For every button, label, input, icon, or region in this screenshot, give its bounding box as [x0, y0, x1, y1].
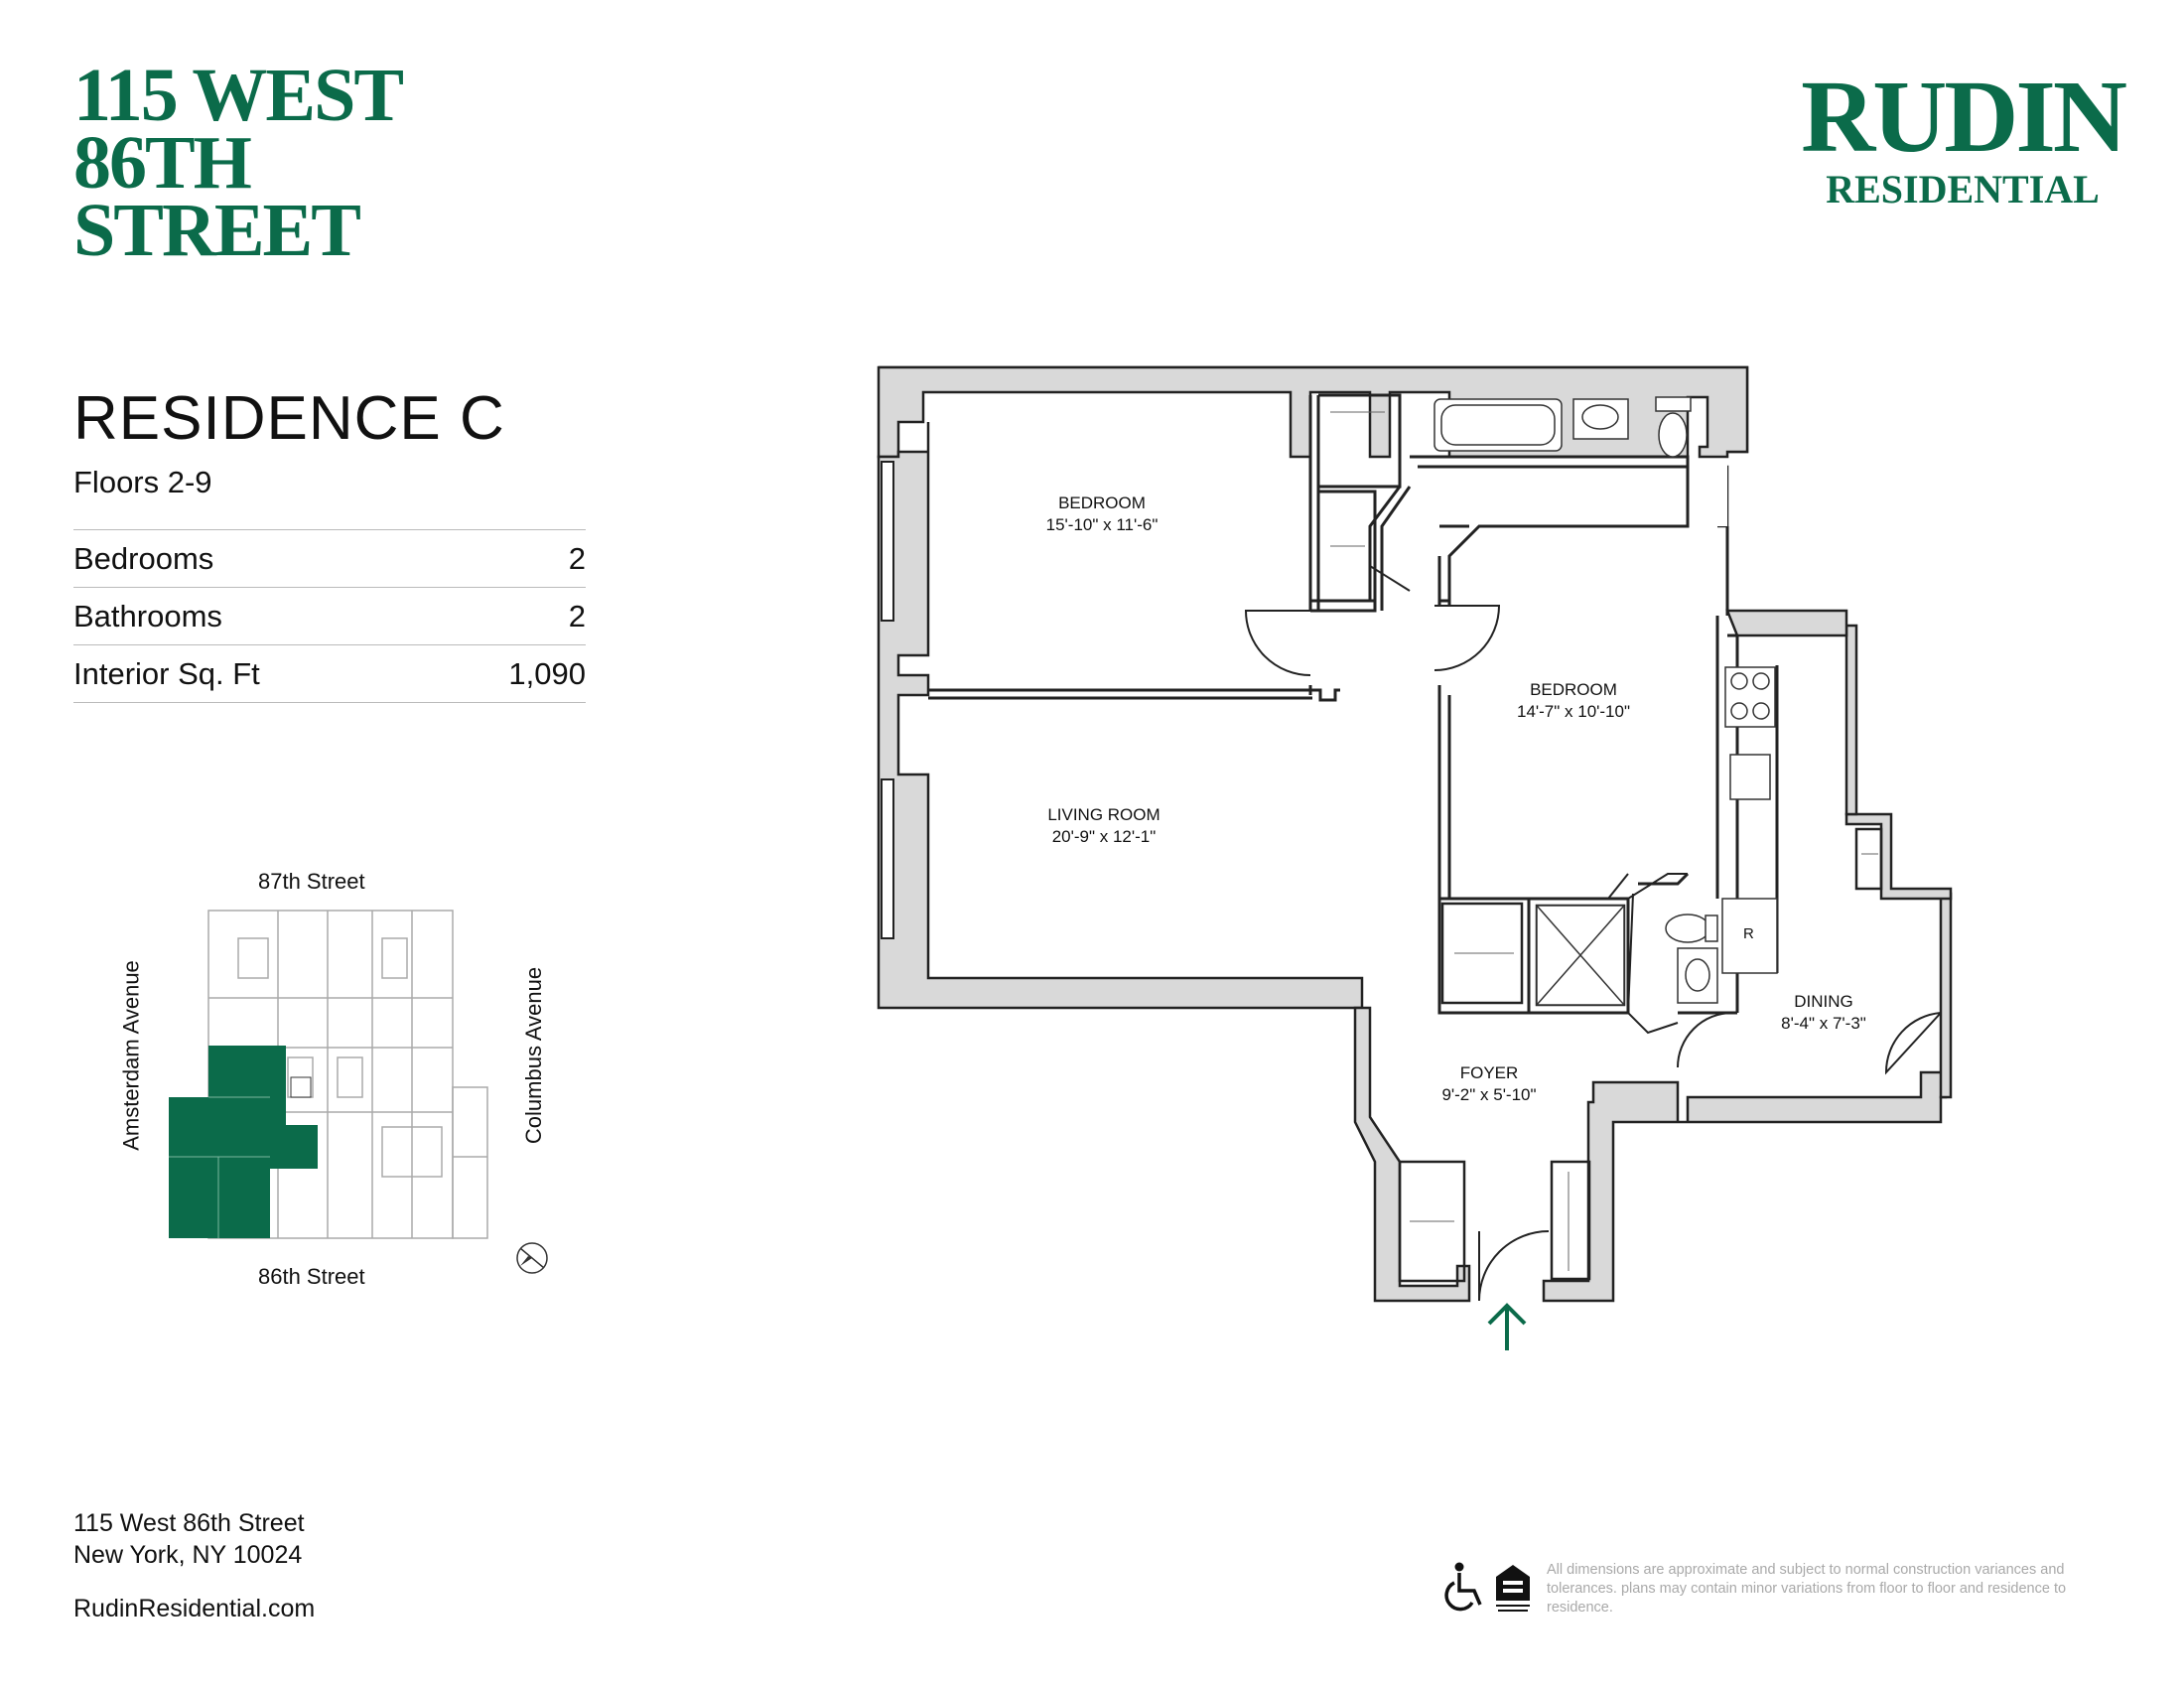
kitchen-sink-icon	[1729, 754, 1771, 800]
title-line-2: 86TH	[73, 121, 252, 205]
address-line-1: 115 West 86th Street	[73, 1509, 305, 1537]
entrance-arrow-icon	[1487, 1303, 1527, 1350]
stats-table: Bedrooms 2 Bathrooms 2 Interior Sq. Ft 1…	[73, 529, 586, 703]
address-block: 115 West 86th Street New York, NY 10024	[73, 1507, 305, 1571]
door-swing	[1884, 1012, 1942, 1075]
stat-row-sqft: Interior Sq. Ft 1,090	[73, 645, 586, 703]
room-name: DINING	[1794, 992, 1853, 1011]
equal-housing-icon	[1496, 1565, 1530, 1612]
room-dims: 8'-4" x 7'-3"	[1781, 1014, 1866, 1033]
door-swing	[1478, 1230, 1550, 1302]
brand-sub: RESIDENTIAL	[1826, 167, 2100, 211]
accessibility-icon	[1444, 1562, 1482, 1612]
stat-label: Interior Sq. Ft	[73, 655, 260, 691]
room-dims: 15'-10" x 11'-6"	[1045, 515, 1159, 534]
room-dims: 14'-7" x 10'-10"	[1516, 702, 1630, 721]
address-line-2: New York, NY 10024	[73, 1541, 303, 1569]
room-label-bedroom-1: BEDROOM 15'-10" x 11'-6"	[1013, 492, 1191, 536]
compliance-icons	[1444, 1562, 1530, 1612]
building-key-map	[169, 910, 548, 1274]
compass-icon	[516, 1242, 548, 1274]
room-name: FOYER	[1459, 1063, 1519, 1082]
refrigerator-icon	[1721, 898, 1778, 974]
room-dims: 9'-2" x 5'-10"	[1441, 1085, 1537, 1104]
highlighted-unit	[169, 1046, 318, 1238]
room-name: LIVING ROOM	[1047, 805, 1160, 824]
room-label-foyer: FOYER 9'-2" x 5'-10"	[1420, 1062, 1559, 1106]
stat-row-bedrooms: Bedrooms 2	[73, 530, 586, 588]
toilet-icon	[1665, 914, 1710, 943]
room-label-living-room: LIVING ROOM 20'-9" x 12'-1"	[1015, 804, 1193, 848]
stat-row-bathrooms: Bathrooms 2	[73, 588, 586, 645]
toilet-icon	[1655, 396, 1692, 412]
door-swing	[1677, 1012, 1733, 1068]
stat-label: Bedrooms	[73, 540, 214, 576]
building-title: 115 WEST 86TH STREET	[73, 54, 404, 272]
title-line-1: 115 WEST	[73, 54, 404, 137]
residence-name: RESIDENCE C	[73, 384, 505, 453]
room-name: BEDROOM	[1058, 493, 1146, 512]
stat-value: 2	[568, 540, 586, 576]
keymap-north-street: 87th Street	[258, 869, 365, 894]
brand-name: RUDIN	[1801, 60, 2127, 174]
keymap-south-street: 86th Street	[258, 1264, 365, 1289]
room-dims: 20'-9" x 12'-1"	[1051, 827, 1157, 846]
room-label-bedroom-2: BEDROOM 14'-7" x 10'-10"	[1484, 679, 1663, 723]
stat-label: Bathrooms	[73, 598, 222, 633]
room-label-dining: DINING 8'-4" x 7'-3"	[1759, 991, 1888, 1035]
disclaimer-text: All dimensions are approximate and subje…	[1547, 1562, 2067, 1616]
door-swing	[1244, 610, 1311, 676]
door-swing	[1433, 605, 1501, 671]
stat-value: 2	[568, 598, 586, 633]
residence-floors: Floors 2-9	[73, 465, 212, 499]
website-link[interactable]: RudinResidential.com	[73, 1595, 316, 1622]
stat-value: 1,090	[508, 655, 586, 691]
brand-logo: RUDIN RESIDENTIAL	[1801, 60, 2127, 212]
title-line-3: STREET	[73, 189, 361, 272]
room-name: BEDROOM	[1530, 680, 1617, 699]
refrigerator-label: R	[1743, 925, 1754, 942]
